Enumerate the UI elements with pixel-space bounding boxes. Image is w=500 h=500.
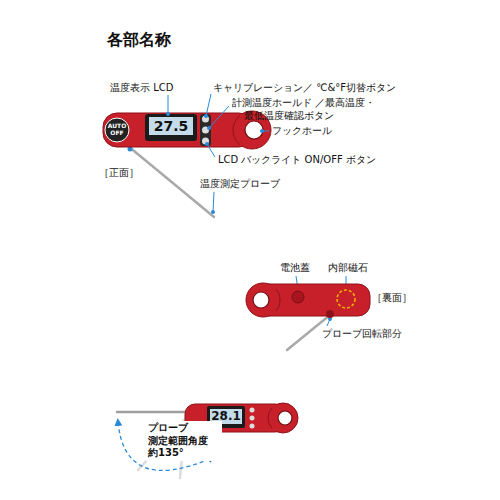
leader-dot bbox=[211, 210, 215, 214]
lcd-reading: 28.1 bbox=[210, 409, 242, 424]
part-name: プローブ回転部分 bbox=[322, 328, 402, 341]
hook-hole bbox=[245, 121, 263, 139]
magnet-mark bbox=[337, 290, 355, 308]
leader-dot bbox=[166, 112, 170, 116]
part-name: フックホール bbox=[272, 125, 332, 138]
battery-cover bbox=[292, 291, 304, 303]
hook-hole bbox=[278, 411, 292, 425]
hook-hole bbox=[253, 292, 269, 308]
view-label: ［正面］ bbox=[99, 167, 139, 180]
part-name: 電池蓋 bbox=[280, 262, 310, 275]
probe bbox=[117, 411, 188, 414]
button-panel bbox=[200, 114, 211, 146]
leader-dot bbox=[205, 142, 209, 146]
leader-dot bbox=[260, 129, 264, 133]
leader-dot bbox=[207, 126, 211, 130]
badge-text: AUTO OFF bbox=[106, 123, 128, 136]
leader-line bbox=[207, 144, 215, 157]
diagram-title: 各部名称 bbox=[107, 30, 171, 51]
hook-end bbox=[268, 403, 298, 433]
back-thermometer bbox=[246, 283, 370, 350]
lcd-reading: 27.5 bbox=[149, 117, 193, 135]
button bbox=[250, 408, 255, 413]
lcd-screen bbox=[149, 117, 193, 135]
thermometer-body bbox=[103, 113, 253, 147]
view-label: ［裏面］ bbox=[372, 292, 412, 305]
leader-line bbox=[206, 94, 211, 116]
leader-dot bbox=[204, 114, 208, 118]
button bbox=[250, 416, 255, 421]
leader-line bbox=[168, 95, 169, 114]
auto-off-badge bbox=[105, 118, 129, 142]
thermometer-body bbox=[255, 284, 370, 316]
part-name: 計測温度ホールド ／最高温度・最低温度確認ボタン bbox=[232, 97, 444, 122]
button bbox=[250, 424, 255, 429]
lcd-frame bbox=[145, 114, 197, 141]
angle-note: プローブ 測定範囲角度 約135° bbox=[146, 421, 222, 461]
hook-end bbox=[246, 283, 280, 317]
part-name: 内部磁石 bbox=[328, 262, 368, 275]
part-name: キャリブレーション／ ℃&°F切替ボタン bbox=[213, 82, 396, 95]
leader-line bbox=[213, 192, 214, 212]
part-name: 温度測定プローブ bbox=[200, 178, 280, 191]
part-name: LCD バックライト ON/OFF ボタン bbox=[218, 154, 376, 167]
lcd-screen bbox=[210, 409, 242, 424]
leader-line bbox=[209, 106, 229, 128]
part-name: 温度表示 LCD bbox=[110, 82, 173, 95]
side-thermometer bbox=[117, 403, 298, 478]
probe-pivot bbox=[326, 310, 334, 318]
